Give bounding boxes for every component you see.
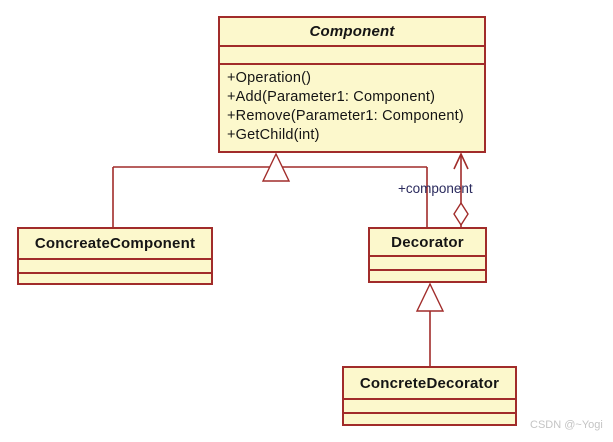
- methods-compartment: [344, 414, 515, 424]
- generalization-triangle-icon: [261, 152, 291, 182]
- aggregation-role-label: +component: [398, 181, 473, 196]
- class-name: Decorator: [370, 229, 485, 257]
- method-item: +Operation(): [227, 70, 312, 86]
- class-box-concrete-decorator: ConcreteDecorator: [342, 366, 517, 426]
- aggregation-diamond-icon: [453, 201, 469, 227]
- method-item: +Add(Parameter1: Component): [227, 89, 436, 105]
- method-item: +GetChild(int): [227, 127, 320, 143]
- methods-compartment: [19, 274, 211, 283]
- methods-compartment: +Operation() +Add(Parameter1: Component)…: [220, 65, 484, 151]
- class-name: ConcreateComponent: [19, 229, 211, 260]
- class-box-component: Component +Operation() +Add(Parameter1: …: [218, 16, 486, 153]
- attributes-compartment: [370, 257, 485, 271]
- attributes-compartment: [344, 400, 515, 414]
- attributes-compartment: [19, 260, 211, 274]
- attributes-compartment: [220, 47, 484, 65]
- class-box-concreate-component: ConcreateComponent: [17, 227, 213, 285]
- class-name: ConcreteDecorator: [344, 368, 515, 400]
- method-item: +Remove(Parameter1: Component): [227, 108, 464, 124]
- methods-compartment: [370, 271, 485, 281]
- class-name: Component: [220, 18, 484, 47]
- watermark-text: CSDN @~Yogi: [530, 419, 603, 431]
- navigability-arrow-icon: [453, 152, 469, 170]
- class-box-decorator: Decorator: [368, 227, 487, 283]
- generalization-triangle-icon: [415, 282, 445, 312]
